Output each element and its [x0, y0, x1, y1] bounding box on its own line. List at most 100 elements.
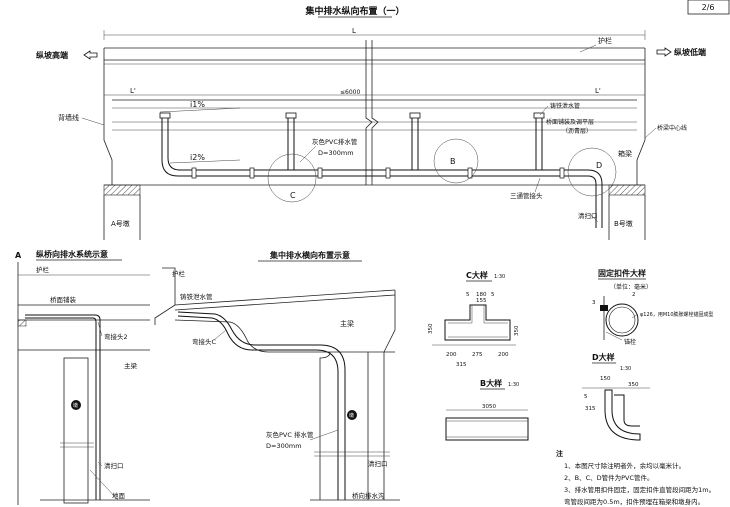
detail-c-d275: 275 — [472, 352, 483, 358]
note-1: 1、本图尺寸除注明者外，余均以毫米计。 — [564, 461, 685, 470]
detail-fix-title: 固定扣件大样 — [598, 268, 646, 278]
lower-mid-trench: 桥向排水沟 — [352, 491, 385, 500]
detail-c-d5b: 5 — [491, 292, 495, 298]
lower-left-main-beam: 主梁 — [124, 361, 138, 370]
cleanout-label: 清扫口 — [578, 211, 598, 220]
detail-d-d5: 5 — [584, 394, 588, 400]
detail-c-d155: 155 — [476, 298, 487, 304]
detail-circle-c — [267, 153, 317, 203]
abutment-b — [608, 195, 646, 240]
pier-left — [63, 357, 89, 504]
lower-left-ground: 地面 — [112, 491, 126, 500]
paving-label: 桥面铺装及调平层 — [546, 118, 594, 126]
guardrail-label: 护栏 — [598, 36, 612, 45]
lower-mid-pvc-pipe: 灰色PVC 排水管 — [266, 430, 314, 439]
detail-b: B大样 1:30 3050 — [445, 378, 529, 441]
arrow-left-icon — [83, 50, 98, 60]
detail-d-d150: 150 — [600, 376, 611, 382]
lower-mid-drain-pipe: 铸铁泄水管 — [180, 292, 213, 301]
slope-i1: i1% — [190, 100, 205, 109]
detail-b-d3050: 3050 — [482, 404, 496, 410]
detail-c-title: C大样 — [466, 270, 488, 280]
elbow-fitting — [604, 389, 641, 441]
bearing-right — [608, 184, 646, 196]
detail-clamp: 固定扣件大样 （单位：毫米） 2 3 φ126，用M10膨胀螺栓锚固成型 锚栓 — [592, 268, 714, 346]
bridge-center-label: 桥梁中心线 — [657, 124, 687, 132]
direction-right: 纵坡低端 — [656, 47, 706, 57]
tee-label: 三通管接头 — [510, 191, 543, 200]
abutment-a — [103, 195, 141, 240]
detail-fix-d3: 3 — [592, 300, 596, 306]
dim-L-label: L — [352, 27, 356, 35]
pipe-dia-label: D=300mm — [318, 149, 354, 157]
direction-left: 纵坡高端 — [36, 50, 98, 60]
detail-c-d350a: 350 — [428, 323, 434, 334]
longitudinal-elevation: 集中排水纵向布置（一） L 纵坡高端 纵坡低端 护栏 L' L' ≤6000 — [36, 5, 706, 240]
lower-mid-pipe-dia: D=300mm — [266, 442, 302, 450]
detail-c-d315: 315 — [456, 362, 467, 368]
drain-pipe-label: 铸铁泄水管 — [550, 102, 580, 110]
lower-left-joint2: 弯接头2 — [104, 332, 128, 341]
detail-c-scale: 1:30 — [494, 274, 505, 280]
detail-b-title: B大样 — [480, 378, 502, 388]
sheet-number-box: 2/6 — [687, 0, 730, 15]
note-2: 2、B、C、D管件为PVC管件。 — [564, 473, 654, 482]
abutment-b-label: B号墩 — [614, 219, 633, 228]
pier-left-label: 墩 — [73, 402, 78, 409]
main-title: 集中排水纵向布置（一） — [304, 5, 404, 17]
main-beam-label: 箱梁 — [618, 149, 632, 158]
page-number: 2/6 — [702, 3, 715, 12]
detail-d-scale: 1:30 — [620, 366, 631, 372]
notes: 注 1、本图尺寸除注明者外，余均以毫米计。 2、B、C、D管件为PVC管件。 3… — [556, 449, 715, 506]
detail-c-d180: 180 — [476, 292, 487, 298]
detail-fix-unit: （单位：毫米） — [610, 283, 652, 291]
detail-b-scale: 1:30 — [508, 382, 519, 388]
back-wall-label: 背墙线 — [58, 113, 79, 122]
detail-circle-d — [567, 147, 617, 197]
slope-i2: i2% — [190, 153, 205, 162]
dim-spacing: ≤6000 — [340, 89, 360, 96]
straight-pipe-segment — [445, 417, 529, 441]
note-3: 3、排水管用扣件固定，固定扣件直管段间距为1m。 — [564, 485, 715, 494]
paving-sub-label: （沥青层） — [562, 127, 592, 135]
dim-Lprime-right: L' — [595, 87, 601, 95]
lower-mid-title: 集中排水横向布置示意 — [269, 250, 350, 260]
lower-left-cleanout: 清扫口 — [104, 461, 124, 470]
detail-fix-note: φ126，用M10膨胀螺栓锚固成型 — [640, 311, 714, 318]
dim-Lprime-left: L' — [130, 87, 136, 95]
collector-pipe — [178, 167, 603, 228]
circle-c-label: C — [290, 191, 296, 200]
lower-mid-joint-c: 弯接头C — [192, 337, 217, 346]
vertical-drain-pipes — [159, 112, 545, 177]
detail-d-title: D大样 — [592, 352, 615, 362]
bearing-left — [103, 184, 141, 196]
pvc-pipe-label: 灰色PVC排水管 — [312, 137, 358, 146]
detail-c-d350b: 350 — [514, 325, 520, 336]
pier-mid-marker-icon — [347, 410, 357, 420]
detail-fix-d2: 2 — [632, 292, 636, 298]
lower-mid-cleanout: 清扫口 — [368, 459, 388, 468]
lower-left-paving: 桥面铺装 — [50, 295, 77, 304]
abutment-a-label: A号墩 — [111, 219, 130, 228]
lower-left-guardrail: 护栏 — [36, 265, 50, 274]
lower-mid-guardrail: 护栏 — [172, 269, 186, 278]
tee-fitting-outline — [444, 304, 511, 341]
detail-circle-b — [433, 138, 479, 184]
arrow-right-icon — [656, 47, 672, 57]
detail-d-d315: 315 — [585, 406, 596, 412]
detail-fix-bolt: 锚栓 — [624, 338, 636, 346]
notes-heading: 注 — [556, 449, 563, 458]
detail-d-d350: 350 — [628, 382, 639, 388]
lower-mid-main-beam: 主梁 — [340, 319, 354, 328]
circle-d-label: D — [596, 161, 602, 170]
direction-right-label: 纵坡低端 — [674, 47, 706, 57]
lower-left-marker: A — [15, 251, 22, 260]
detail-c-d200a: 200 — [446, 352, 457, 358]
detail-c-d200b: 200 — [498, 352, 509, 358]
detail-c-d5a: 5 — [466, 292, 470, 298]
clamp-ring — [605, 303, 639, 337]
longitudinal-system-sketch: A 纵桥向排水系统示意 护栏 桥面铺装 弯接头2 主梁 墩 清扫口 地面 — [15, 249, 150, 505]
lower-left-title: 纵桥向排水系统示意 — [36, 249, 108, 259]
detail-d: D大样 1:30 5 150 315 350 — [582, 352, 650, 441]
